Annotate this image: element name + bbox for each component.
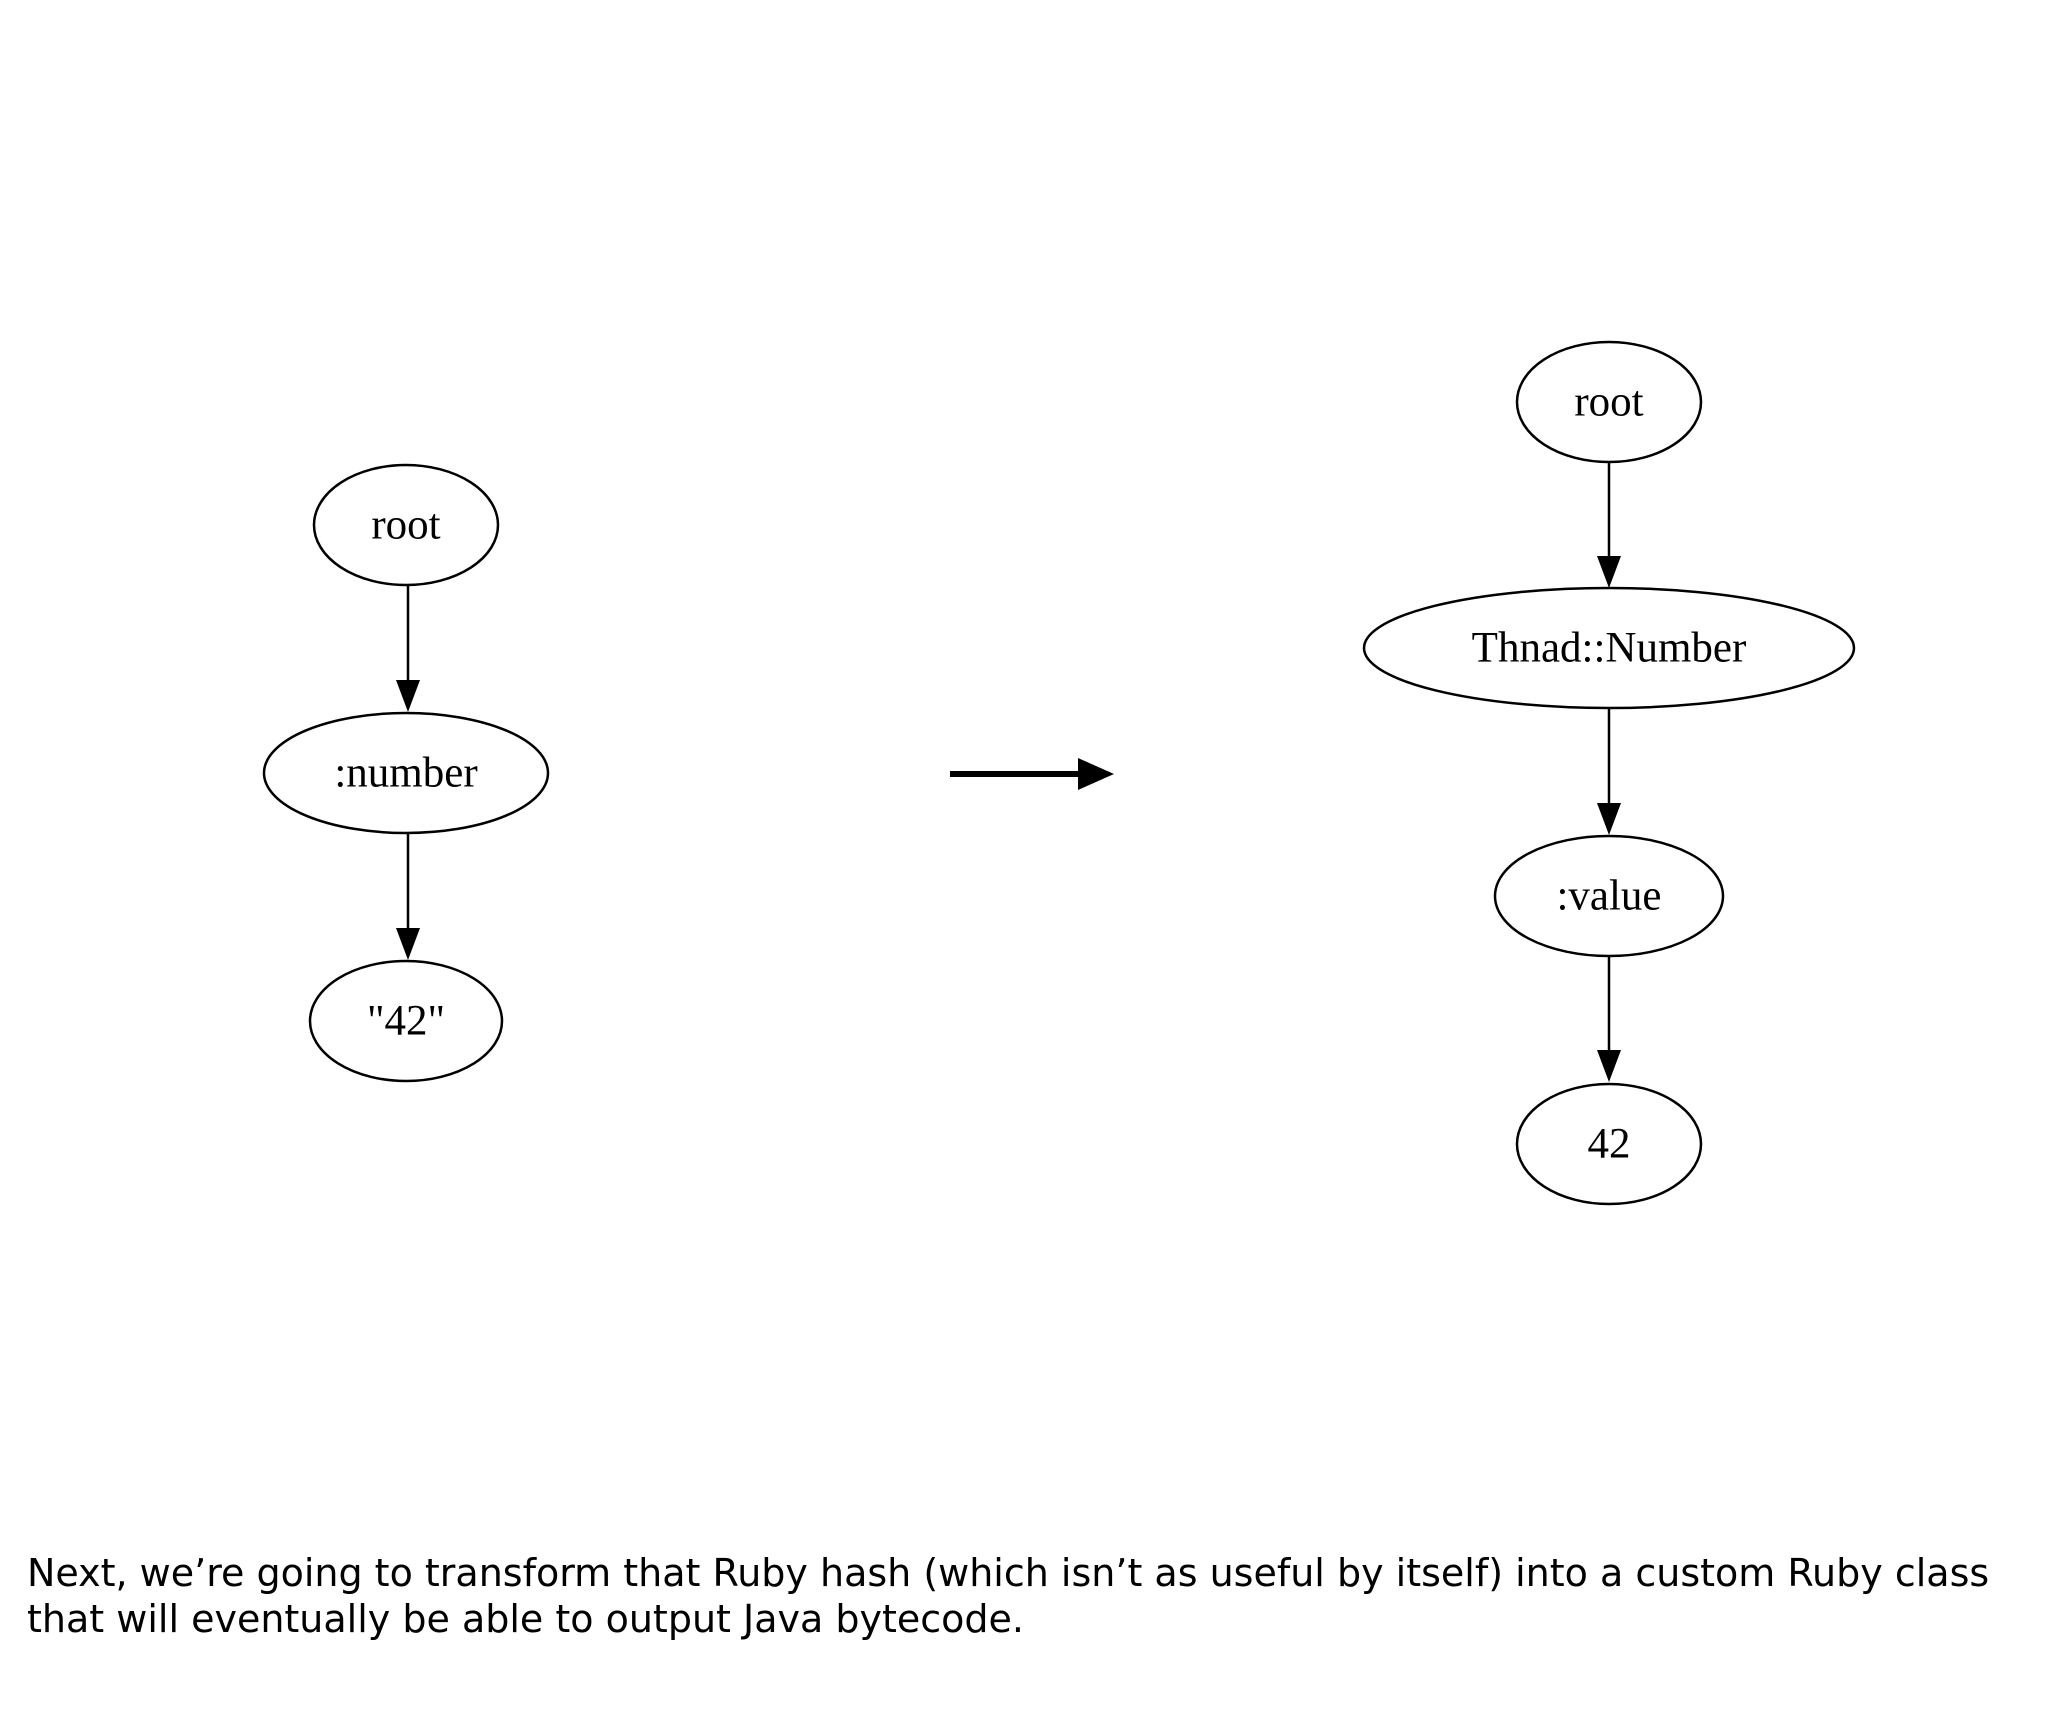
after-node-value-label: :value [1556, 873, 1661, 920]
transform-arrow [950, 758, 1114, 790]
before-node-root: root [312, 463, 500, 587]
before-tree: root :number "42" [262, 463, 550, 1083]
before-edge-number-42-arrowhead [396, 928, 420, 960]
after-edge-root-class-arrowhead [1597, 556, 1621, 588]
after-edge-class-value-arrowhead [1597, 803, 1621, 835]
after-edge-value-42-arrowhead [1597, 1050, 1621, 1082]
after-node-integer-42: 42 [1515, 1082, 1703, 1206]
after-tree: root Thnad::Number :value 42 [1362, 340, 1856, 1206]
after-node-thnad-number-label: Thnad::Number [1472, 625, 1747, 672]
after-node-thnad-number: Thnad::Number [1362, 586, 1856, 710]
before-node-string-42-label: "42" [367, 998, 445, 1045]
after-node-value: :value [1493, 834, 1725, 958]
after-node-integer-42-label: 42 [1588, 1121, 1631, 1168]
before-edge-root-number-arrowhead [396, 680, 420, 712]
before-node-root-label: root [371, 502, 440, 549]
before-node-number: :number [262, 711, 550, 835]
before-node-string-42: "42" [308, 959, 504, 1083]
slide-caption: Next, we’re going to transform that Ruby… [27, 1551, 1990, 1641]
after-node-root-label: root [1574, 379, 1643, 426]
before-node-number-label: :number [334, 750, 477, 797]
after-node-root: root [1515, 340, 1703, 464]
